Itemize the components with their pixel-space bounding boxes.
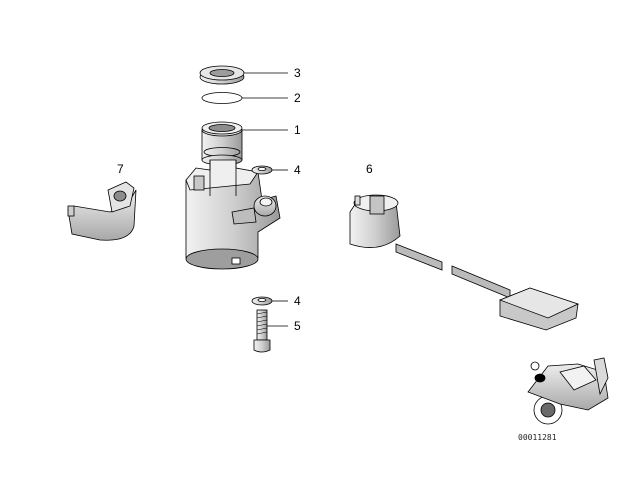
switch-assembly-part xyxy=(349,194,580,331)
callout-2: 2 xyxy=(294,91,301,105)
callout-4-upper: 4 xyxy=(294,163,301,177)
lock-housing-part xyxy=(185,159,281,270)
catalog-number: 00011281 xyxy=(518,433,557,442)
callout-7: 7 xyxy=(117,162,124,176)
cap-ring-part xyxy=(199,65,245,85)
callout-1: 1 xyxy=(294,123,301,137)
callout-6: 6 xyxy=(366,162,373,176)
motorcycle-locator-thumbnail xyxy=(527,357,609,425)
cover-part xyxy=(67,181,137,241)
lock-cylinder-part xyxy=(201,121,243,166)
washer-lower-part xyxy=(251,296,273,306)
washer-upper-part xyxy=(251,165,273,175)
bolt-part xyxy=(253,309,271,353)
callout-4-lower: 4 xyxy=(294,294,301,308)
leader-lines xyxy=(242,72,288,327)
callout-5: 5 xyxy=(294,319,301,333)
callout-3: 3 xyxy=(294,66,301,80)
o-ring-part xyxy=(201,92,243,104)
